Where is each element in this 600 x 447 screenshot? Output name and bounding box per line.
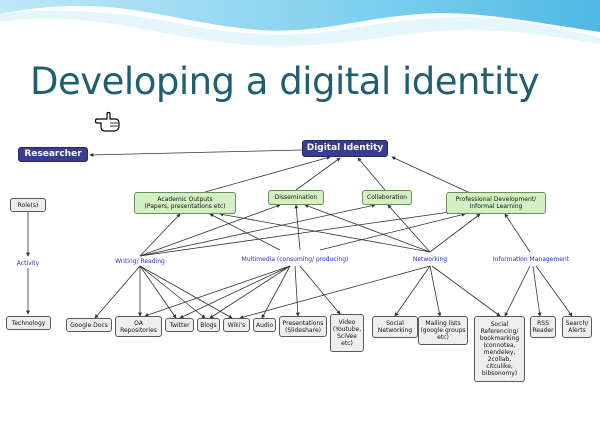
- search-alerts-node: Search/ Alerts: [562, 316, 592, 338]
- mailing-lists-node: Mailing lists (google groups etc): [418, 316, 468, 345]
- researcher-node: Researcher: [18, 147, 88, 162]
- dissemination-node: Dissemination: [268, 190, 324, 205]
- technology-node: Technology: [6, 316, 51, 330]
- social-networking-node: Social Networking: [372, 316, 418, 338]
- information-management-label: Information Management: [492, 255, 570, 263]
- blogs-node: Blogs: [197, 318, 220, 332]
- page-title: Developing a digital identity: [30, 60, 540, 103]
- roles-node: Role(s): [10, 198, 46, 212]
- audio-node: Audio: [253, 318, 276, 332]
- activity-label: Activity: [16, 259, 40, 267]
- writing-reading-label: Writing/ Reading: [115, 257, 165, 265]
- hand-pointer-icon: [95, 111, 120, 132]
- rss-reader-node: RSS Reader: [530, 316, 556, 338]
- collaboration-node: Collaboration: [362, 190, 412, 205]
- digital-identity-node: Digital Identity: [302, 140, 388, 157]
- professional-development-node: Professional Development/ Informal Learn…: [446, 192, 546, 214]
- multimedia-label: Multimedia (consuming/ producing): [241, 255, 349, 263]
- wikis-node: Wiki's: [223, 318, 250, 332]
- oa-repositories-node: OA Repositories: [115, 316, 162, 337]
- presentations-node: Presentations (Slideshare): [279, 316, 327, 337]
- networking-label: Networking: [412, 255, 448, 263]
- twitter-node: Twitter: [165, 318, 194, 332]
- google-docs-node: Google Docs: [66, 318, 112, 332]
- social-referencing-node: Social Referencing/ bookmarking (connote…: [474, 316, 525, 382]
- video-node: Video (Youtube, SciVee etc): [330, 314, 364, 352]
- academic-outputs-node: Academic Outputs (Papers, presentations …: [134, 192, 236, 214]
